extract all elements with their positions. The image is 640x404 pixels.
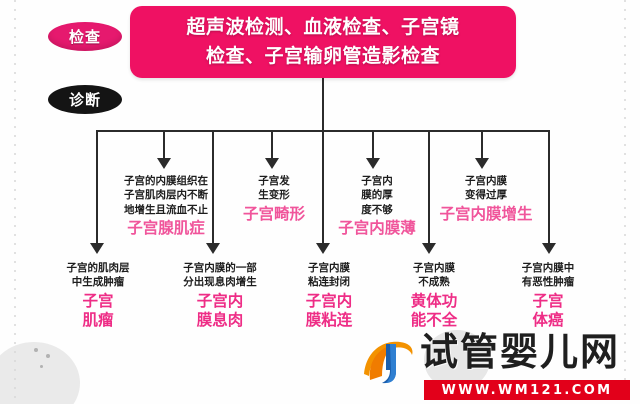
node-thin-endometrium-term: 子宫内膜薄 xyxy=(338,219,416,238)
badge-diagnosis-label: 诊断 xyxy=(68,91,101,109)
connector-drop-bottom-1 xyxy=(96,130,98,245)
site-name: 试管婴儿网 xyxy=(420,330,621,374)
watermark: 试管婴儿网 WWW.WM121.COM xyxy=(358,330,640,404)
connector-drop-top-4 xyxy=(481,130,483,160)
decorative-dot-3 xyxy=(40,365,43,368)
connector-drop-top-2 xyxy=(271,130,273,160)
badge-examination-label: 检查 xyxy=(68,28,101,46)
arrowhead-bottom-1 xyxy=(90,243,104,254)
header-examination-methods-box: 超声波检测、血液检查、子宫镜 检查、子宫输卵管造影检查 xyxy=(130,6,516,78)
node-uterine-malformation-description: 子宫发 生变形 xyxy=(258,175,290,202)
node-thin-endometrium-description: 子宫内 膜的厚 度不够 xyxy=(361,175,393,216)
node-uterine-fibroid-term: 子宫 肌瘤 xyxy=(82,291,114,329)
node-thin-endometrium: 子宫内 膜的厚 度不够 子宫内膜薄 xyxy=(330,174,424,238)
site-url: WWW.WM121.COM xyxy=(424,380,630,400)
arrowhead-bottom-2 xyxy=(206,243,220,254)
node-intrauterine-adhesion-description: 子宫内膜 粘连封闭 xyxy=(308,262,350,289)
node-luteal-phase-defect-term: 黄体功 能不全 xyxy=(410,291,458,329)
decorative-dot-1 xyxy=(34,348,38,352)
node-intrauterine-adhesion: 子宫内膜 粘连封闭 子宫内 膜粘连 xyxy=(281,261,377,329)
node-adenomyosis: 子宫的内膜组织在 子宫肌肉层内不断 地增生且流血不止 子宫腺肌症 xyxy=(110,174,222,238)
decorative-blob-bottom-left xyxy=(0,342,80,404)
node-uterine-malformation-term: 子宫畸形 xyxy=(242,204,305,223)
page-right-dotted-edge xyxy=(624,0,626,404)
arrowhead-top-4 xyxy=(475,158,489,169)
node-adenomyosis-term: 子宫腺肌症 xyxy=(127,219,205,238)
arrowhead-top-2 xyxy=(265,158,279,169)
node-uterine-corpus-cancer: 子宫内膜中 有恶性肿瘤 子宫 体癌 xyxy=(496,261,600,329)
connector-drop-bottom-5 xyxy=(548,130,550,245)
decorative-dot-2 xyxy=(46,354,50,358)
node-endometrial-hyperplasia: 子宫内膜 变得过厚 子宫内膜增生 xyxy=(434,174,538,224)
arrowhead-bottom-3 xyxy=(316,243,330,254)
arrowhead-bottom-5 xyxy=(542,243,556,254)
connector-drop-top-3 xyxy=(372,130,374,160)
connector-trunk-vertical xyxy=(322,78,324,131)
node-adenomyosis-description: 子宫的内膜组织在 子宫肌肉层内不断 地增生且流血不止 xyxy=(124,175,208,216)
node-uterine-corpus-cancer-description: 子宫内膜中 有恶性肿瘤 xyxy=(521,262,575,289)
header-line-2: 检查、子宫输卵管造影检查 xyxy=(205,45,440,67)
node-luteal-phase-defect-description: 子宫内膜 不成熟 xyxy=(413,262,455,289)
connector-drop-bottom-3 xyxy=(322,130,324,245)
node-endometrial-hyperplasia-term: 子宫内膜增生 xyxy=(439,204,533,223)
node-uterine-fibroid: 子宫的肌肉层 中生成肿瘤 子宫 肌瘤 xyxy=(46,261,150,329)
arrowhead-top-1 xyxy=(157,158,171,169)
node-uterine-fibroid-description: 子宫的肌肉层 中生成肿瘤 xyxy=(66,262,130,289)
connector-drop-top-1 xyxy=(163,130,165,160)
arrowhead-bottom-4 xyxy=(422,243,436,254)
badge-examination: 检查 xyxy=(48,22,122,51)
site-logo-icon xyxy=(360,336,416,388)
node-uterine-malformation: 子宫发 生变形 子宫畸形 xyxy=(231,174,317,224)
arrowhead-top-3 xyxy=(366,158,380,169)
badge-diagnosis: 诊断 xyxy=(48,85,122,114)
node-intrauterine-adhesion-term: 子宫内 膜粘连 xyxy=(305,291,353,329)
node-luteal-phase-defect: 子宫内膜 不成熟 黄体功 能不全 xyxy=(388,261,480,329)
node-endometrial-polyp: 子宫内膜的一部 分出现息肉增生 子宫内 膜息肉 xyxy=(165,261,275,329)
page-left-dotted-edge xyxy=(14,0,16,404)
node-endometrial-hyperplasia-description: 子宫内膜 变得过厚 xyxy=(465,175,507,202)
node-endometrial-polyp-description: 子宫内膜的一部 分出现息肉增生 xyxy=(183,262,257,289)
header-line-1: 超声波检测、血液检查、子宫镜 xyxy=(186,15,460,38)
node-uterine-corpus-cancer-term: 子宫 体癌 xyxy=(532,291,564,329)
connector-drop-bottom-4 xyxy=(428,130,430,245)
node-endometrial-polyp-term: 子宫内 膜息肉 xyxy=(196,291,244,329)
connector-drop-bottom-2 xyxy=(212,130,214,245)
